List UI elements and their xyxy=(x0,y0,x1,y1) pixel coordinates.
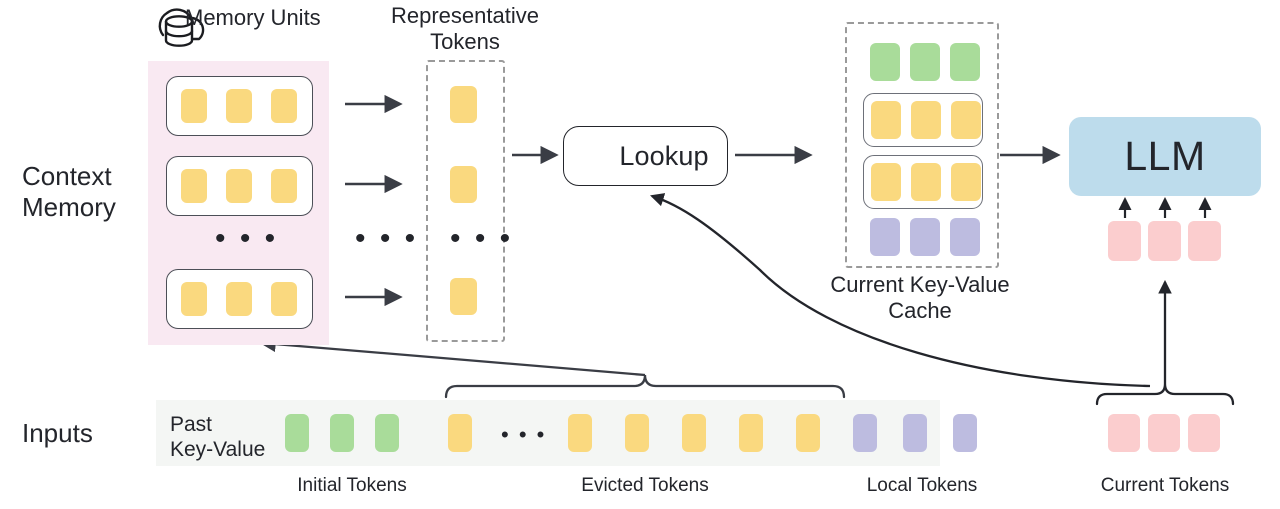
input-initial-token-1 xyxy=(285,414,309,452)
memory-unit-3-token-2 xyxy=(226,282,252,316)
kv-cache-yellow-token-4 xyxy=(871,163,901,201)
memory-unit-1-token-3 xyxy=(271,89,297,123)
input-local-token-2 xyxy=(903,414,927,452)
lookup-label: Lookup xyxy=(619,140,709,171)
memory-unit-3-token-3 xyxy=(271,282,297,316)
memory-unit-2-token-1 xyxy=(181,169,207,203)
representative-tokens-box xyxy=(426,60,505,342)
arrow-column-ellipsis: • • • xyxy=(355,222,419,255)
memory-unit-2[interactable] xyxy=(166,156,313,216)
memory-unit-1-token-1 xyxy=(181,89,207,123)
caption-initial-tokens: Initial Tokens xyxy=(297,475,407,496)
kv-cache-yellow-token-1 xyxy=(871,101,901,139)
memory-unit-1-token-2 xyxy=(226,89,252,123)
llm-input-token-1 xyxy=(1108,221,1141,261)
memory-units-title: Memory Units xyxy=(185,5,321,30)
caption-evicted-tokens: Evicted Tokens xyxy=(581,475,709,496)
kv-cache-purple-token-1 xyxy=(870,218,900,256)
memory-unit-3-token-1 xyxy=(181,282,207,316)
representative-token-2 xyxy=(450,166,477,203)
kv-cache-green-token-3 xyxy=(950,43,980,81)
kv-cache-purple-token-3 xyxy=(950,218,980,256)
representative-tokens-title: Representative Tokens xyxy=(391,3,539,55)
llm-block[interactable]: LLM xyxy=(1069,117,1261,196)
row-label-inputs: Inputs xyxy=(22,418,93,448)
llm-input-token-3 xyxy=(1188,221,1221,261)
input-current-token-1 xyxy=(1108,414,1140,452)
input-evicted-token-3 xyxy=(625,414,649,452)
input-current-token-3 xyxy=(1188,414,1220,452)
caption-local-tokens: Local Tokens xyxy=(866,475,978,496)
input-initial-token-3 xyxy=(375,414,399,452)
arrow-evicted-to-context-memory xyxy=(259,336,646,377)
current-kv-cache-caption: Current Key-Value Cache xyxy=(830,272,1010,324)
kv-cache-memory-unit-1[interactable] xyxy=(863,93,983,147)
caption-current-tokens: Current Tokens xyxy=(1100,475,1230,496)
kv-cache-memory-unit-2[interactable] xyxy=(863,155,983,209)
input-evicted-token-4 xyxy=(682,414,706,452)
input-evicted-token-2 xyxy=(568,414,592,452)
brace-current-tokens xyxy=(1095,383,1235,406)
kv-cache-green-token-2 xyxy=(910,43,940,81)
arrow-current-tokens-to-lookup xyxy=(650,193,1151,388)
input-evicted-token-1 xyxy=(448,414,472,452)
llm-label: LLM xyxy=(1124,133,1206,179)
kv-cache-yellow-token-2 xyxy=(911,101,941,139)
row-label-context-memory: Context Memory xyxy=(22,161,116,222)
representative-tokens-ellipsis: • • • xyxy=(450,222,514,255)
input-local-token-1 xyxy=(853,414,877,452)
input-evicted-ellipsis: • • • xyxy=(501,422,547,447)
input-local-token-3 xyxy=(953,414,977,452)
lookup-button[interactable]: Lookup xyxy=(563,126,728,186)
memory-unit-2-token-3 xyxy=(271,169,297,203)
kv-cache-green-token-1 xyxy=(870,43,900,81)
memory-units-cloud-database-icon xyxy=(158,8,205,47)
memory-unit-2-token-2 xyxy=(226,169,252,203)
inputs-strip xyxy=(156,400,940,466)
current-kv-cache-box xyxy=(845,22,999,268)
input-evicted-token-5 xyxy=(739,414,763,452)
memory-unit-1[interactable] xyxy=(166,76,313,136)
representative-token-3 xyxy=(450,278,477,315)
input-current-token-2 xyxy=(1148,414,1180,452)
kv-cache-yellow-token-3 xyxy=(951,101,981,139)
input-evicted-token-6 xyxy=(796,414,820,452)
llm-input-token-2 xyxy=(1148,221,1181,261)
kv-cache-purple-token-2 xyxy=(910,218,940,256)
memory-units-ellipsis: • • • xyxy=(215,222,279,255)
representative-token-1 xyxy=(450,86,477,123)
kv-cache-yellow-token-6 xyxy=(951,163,981,201)
past-key-value-label: Past Key-Value xyxy=(170,413,266,462)
brace-evicted-tokens xyxy=(444,374,846,399)
input-initial-token-2 xyxy=(330,414,354,452)
memory-unit-3[interactable] xyxy=(166,269,313,329)
kv-cache-yellow-token-5 xyxy=(911,163,941,201)
